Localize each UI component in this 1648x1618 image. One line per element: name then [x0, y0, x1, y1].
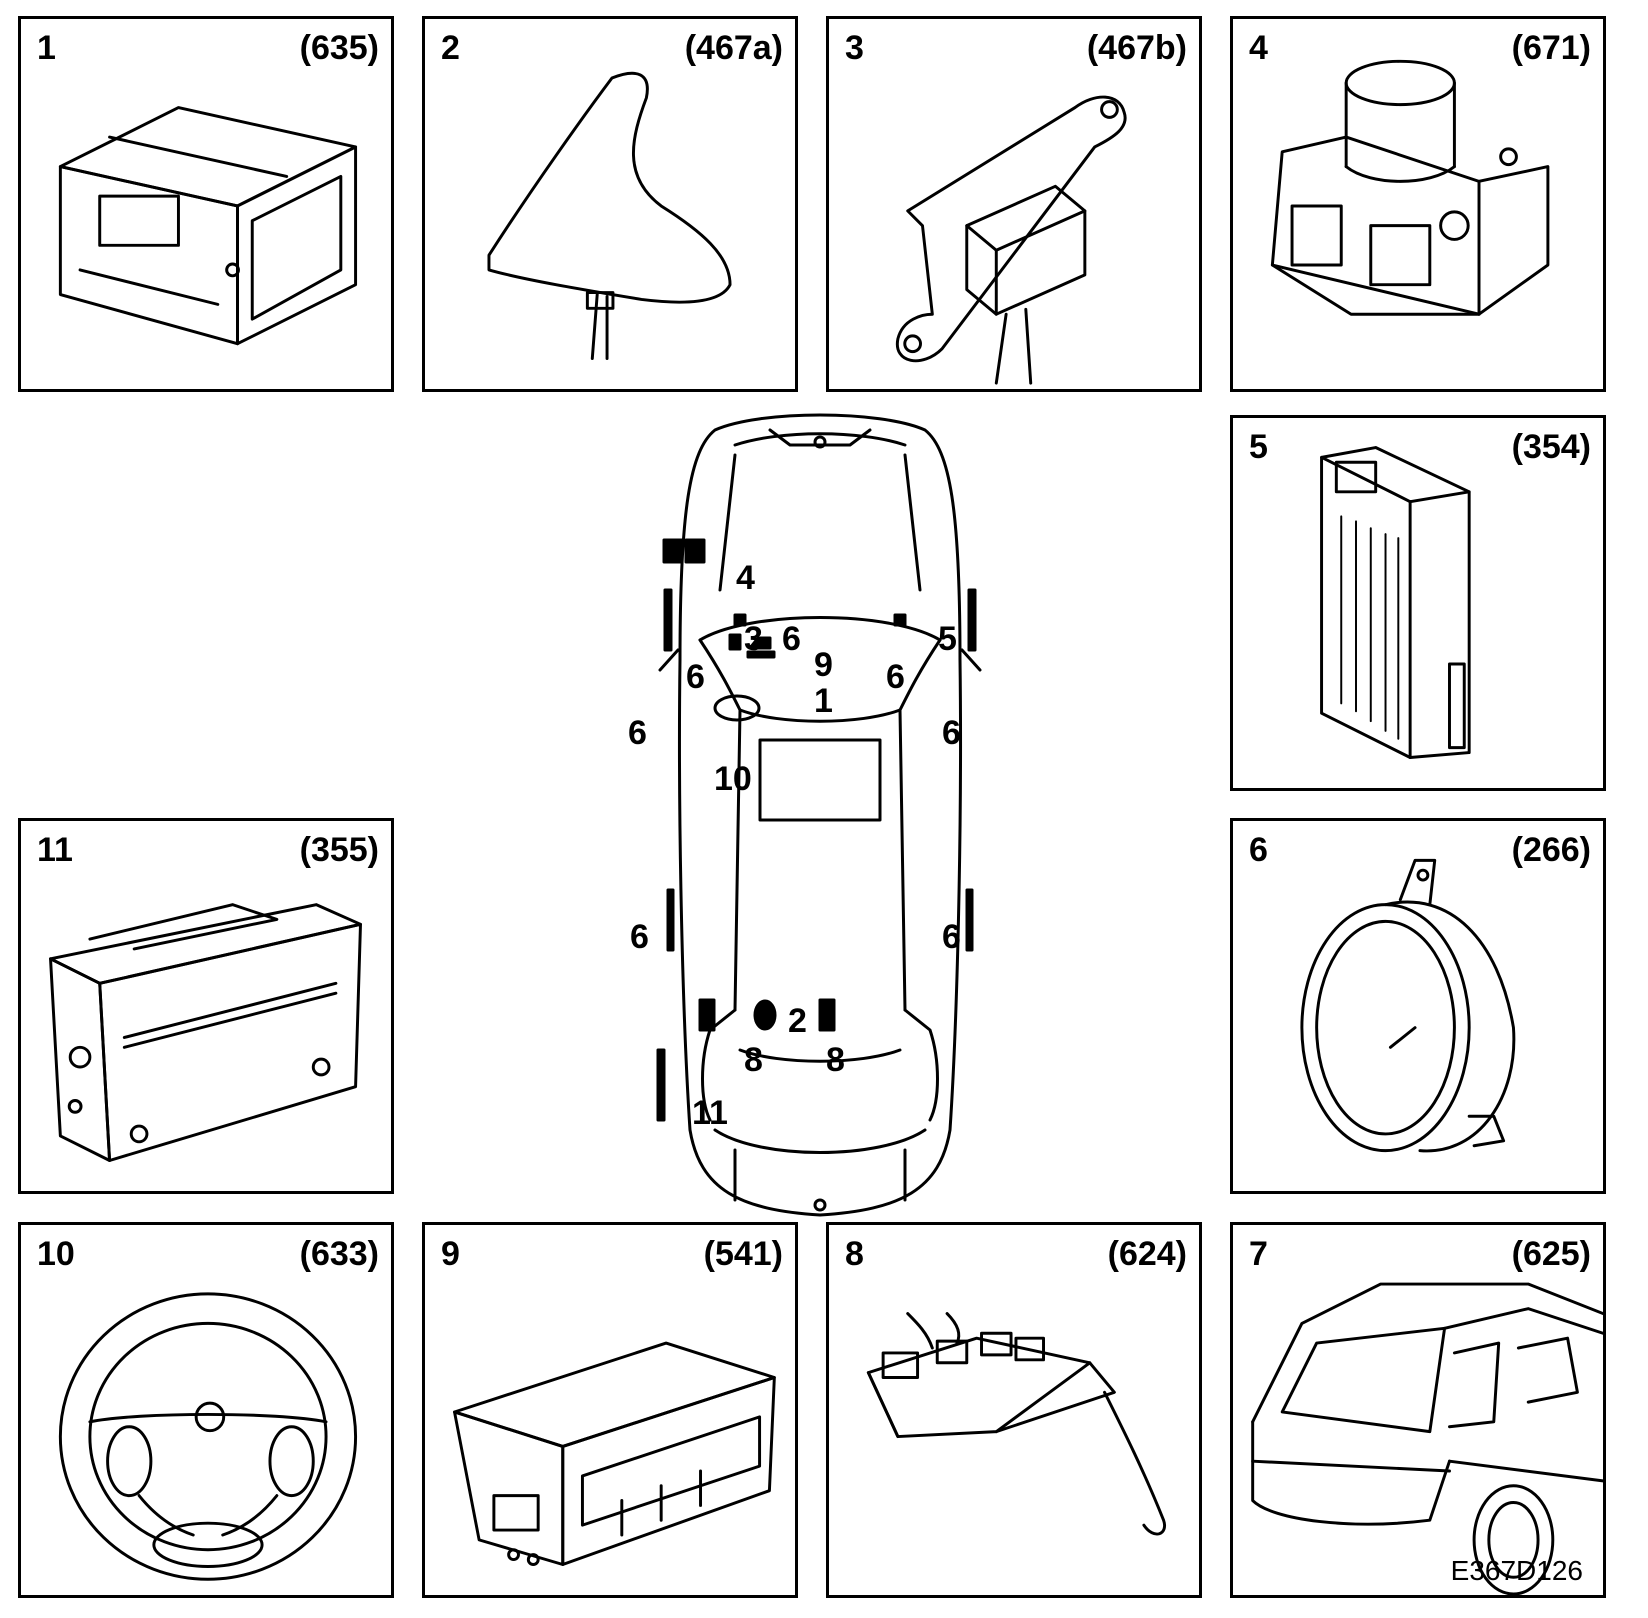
car-label-3: 3	[744, 620, 763, 658]
steering-wheel-illustration	[58, 1292, 358, 1581]
panel-code: (355)	[299, 831, 379, 869]
car-label-9: 9	[814, 646, 833, 684]
radio-unit-illustration	[58, 106, 358, 346]
panel-code: (354)	[1511, 428, 1591, 466]
vehicle-rear-illustration	[1251, 1282, 1603, 1595]
panel-number: 1	[37, 29, 56, 67]
car-label-2: 2	[788, 1002, 807, 1040]
panel-code: (671)	[1511, 29, 1591, 67]
panel-number: 9	[441, 1235, 460, 1273]
panel-number: 8	[845, 1235, 864, 1273]
amplifier-bracket-illustration	[895, 95, 1127, 385]
panel-10-steering-wheel: 10 (633)	[18, 1222, 394, 1598]
antenna-illustration	[487, 71, 732, 360]
panel-code: (467b)	[1086, 29, 1187, 67]
panel-number: 11	[37, 831, 73, 869]
panel-code: (635)	[299, 29, 379, 67]
control-module-illustration	[866, 1312, 1167, 1536]
panel-7-vehicle-rear: 7 (625) E367D126	[1230, 1222, 1606, 1598]
car-label-1: 1	[814, 682, 833, 720]
car-label-11: 11	[692, 1094, 728, 1132]
panel-5-amplifier: 5 (354)	[1230, 415, 1606, 791]
cd-changer-illustration	[49, 903, 362, 1162]
panel-1-radio-unit: 1 (635)	[18, 16, 394, 392]
car-label-6-center: 6	[782, 620, 801, 658]
panel-11-cd-changer: 11 (355)	[18, 818, 394, 1194]
panel-code: (624)	[1107, 1235, 1187, 1273]
panel-6-speaker-ring: 6 (266)	[1230, 818, 1606, 1194]
panel-number: 3	[845, 29, 864, 67]
panel-8-control-module: 8 (624)	[826, 1222, 1202, 1598]
climate-panel-illustration	[453, 1341, 776, 1566]
panel-number: 5	[1249, 428, 1268, 466]
panel-2-roof-antenna: 2 (467a)	[422, 16, 798, 392]
car-label-6-rear-left: 6	[630, 918, 649, 956]
panel-number: 2	[441, 29, 460, 67]
amplifier-illustration	[1320, 446, 1471, 759]
panel-code: (266)	[1511, 831, 1591, 869]
car-label-4: 4	[736, 559, 755, 597]
car-label-10: 10	[714, 760, 752, 798]
car-label-8-right: 8	[826, 1041, 845, 1079]
speaker-ring-illustration	[1300, 858, 1516, 1153]
panel-3-antenna-amplifier: 3 (467b)	[826, 16, 1202, 392]
panel-code: (541)	[703, 1235, 783, 1273]
panel-number: 4	[1249, 29, 1268, 67]
car-label-5: 5	[938, 620, 957, 658]
panel-4-abs-module: 4 (671)	[1230, 16, 1606, 392]
panel-9-climate-panel: 9 (541)	[422, 1222, 798, 1598]
panel-number: 6	[1249, 831, 1268, 869]
panel-number: 10	[37, 1235, 75, 1273]
car-label-6-front-left: 6	[686, 658, 705, 696]
vehicle-top-view	[640, 410, 1000, 1220]
abs-module-illustration	[1270, 59, 1550, 316]
car-label-6-front-right: 6	[886, 658, 905, 696]
panel-code: (633)	[299, 1235, 379, 1273]
car-label-8-left: 8	[744, 1041, 763, 1079]
reference-code: E367D126	[1450, 1555, 1583, 1586]
panel-code: (467a)	[684, 29, 783, 67]
car-label-6-mirror-left: 6	[628, 714, 647, 752]
vehicle-outline	[656, 413, 982, 1217]
panel-code: (625)	[1511, 1235, 1591, 1273]
panel-number: 7	[1249, 1235, 1268, 1273]
car-label-6-mirror-right: 6	[942, 714, 961, 752]
car-label-6-rear-right: 6	[942, 918, 961, 956]
